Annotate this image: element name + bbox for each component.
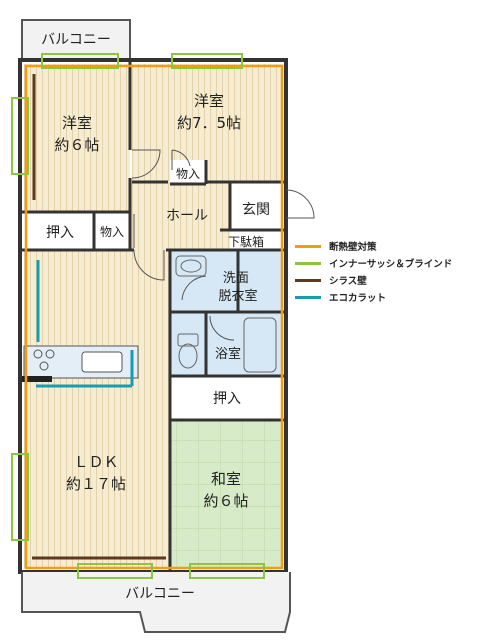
japanese-room-floor <box>170 420 282 568</box>
japanese-room-size: 約６帖 <box>203 492 248 510</box>
interior-walls <box>22 62 284 570</box>
legend-swatch-inner-sash <box>295 261 321 265</box>
legend-swatch-shirasu-wall <box>295 278 321 282</box>
western-room-2-size: 約7．5帖 <box>177 114 241 132</box>
legend-label-shirasu-wall: シラス壁 <box>329 276 367 287</box>
fixtures <box>175 255 277 373</box>
legend: 断熱壁対策 インナーサッシ＆ブラインド シラス壁 エコカラット <box>295 238 475 306</box>
shirasu-wall-lines <box>32 74 166 560</box>
legend-item-inner-sash: インナーサッシ＆ブラインド <box>295 255 475 271</box>
closet-center-label: 押入 <box>213 391 241 407</box>
entrance-label: 玄関 <box>242 201 270 218</box>
inner-sash-lines <box>11 53 265 579</box>
legend-item-shirasu-wall: シラス壁 <box>295 272 475 288</box>
storage-top-floor <box>170 160 206 184</box>
washroom-label-line1: 洗面 <box>223 271 249 286</box>
storage-top-label: 物入 <box>176 167 200 181</box>
balcony-bottom <box>21 572 291 633</box>
shoe-cabinet-label: 下駄箱 <box>228 234 264 249</box>
western-room-1-size: 約６帖 <box>54 136 99 154</box>
closet-center-floor <box>170 376 282 420</box>
insulation-lines <box>24 64 284 570</box>
closet-left-label: 押入 <box>46 225 74 241</box>
legend-label-inner-sash: インナーサッシ＆ブラインド <box>329 259 453 270</box>
ldk-size: 約１７帖 <box>66 475 126 493</box>
bathroom-label: 浴室 <box>215 346 241 362</box>
balcony-top-label: バルコニー <box>41 32 111 48</box>
western-room-2-name: 洋室 <box>194 92 224 110</box>
kitchen-counter <box>22 345 139 382</box>
ldk-name: ＬＤＫ <box>73 453 118 471</box>
eco-carat-lines <box>36 260 134 388</box>
legend-label-insulation: 断熱壁対策 <box>329 242 377 253</box>
hall-label: ホール <box>166 208 208 224</box>
doors <box>131 149 315 341</box>
western-room-1-floor <box>24 64 130 212</box>
storage-left-label: 物入 <box>100 225 124 239</box>
legend-swatch-eco-carat <box>295 295 321 299</box>
legend-swatch-insulation <box>295 244 321 248</box>
washroom-label-line2: 脱衣室 <box>218 288 257 304</box>
ldk-floor <box>24 250 170 568</box>
washroom-label: 洗面 脱衣室 <box>218 271 257 304</box>
closet-left-floor <box>24 212 94 250</box>
legend-label-eco-carat: エコカラット <box>329 293 387 304</box>
legend-item-eco-carat: エコカラット <box>295 289 475 305</box>
western-room-1-name: 洋室 <box>62 114 92 132</box>
balcony-top <box>21 19 131 62</box>
japanese-room-name: 和室 <box>211 470 241 488</box>
balcony-bottom-label: バルコニー <box>125 586 195 602</box>
storage-left-floor <box>94 212 130 250</box>
hall-floor <box>130 182 230 250</box>
entrance-floor <box>230 182 282 230</box>
legend-item-insulation: 断熱壁対策 <box>295 238 475 254</box>
